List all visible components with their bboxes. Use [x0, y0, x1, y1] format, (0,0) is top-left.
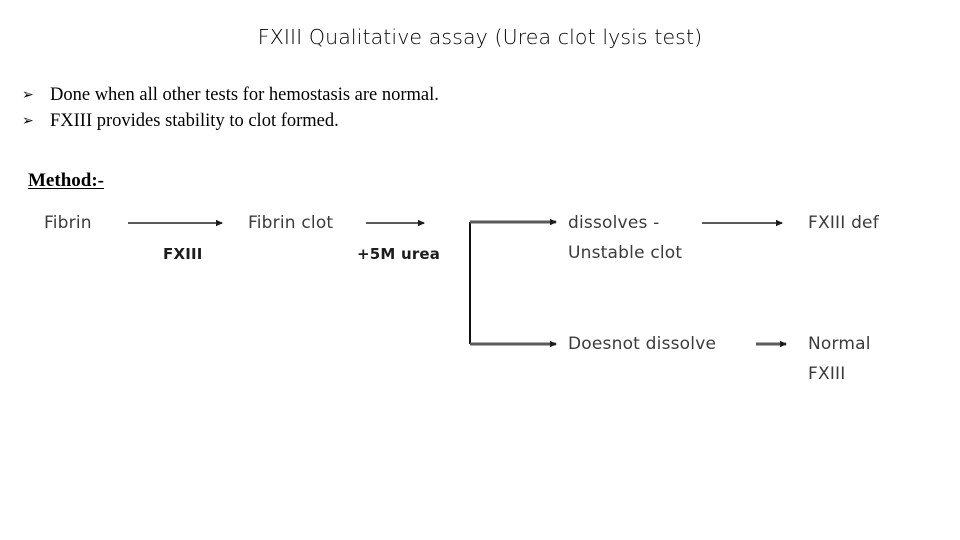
node-doesnot-dissolve: Doesnot dissolve — [568, 334, 717, 354]
node-fxiii-def: FXIII def — [808, 213, 879, 233]
page-title: FXIII Qualitative assay (Urea clot lysis… — [257, 25, 703, 49]
list-item-label: FXIII provides stability to clot formed. — [50, 111, 339, 131]
node-unstable-clot: Unstable clot — [568, 243, 683, 263]
flow-diagram-arrows — [128, 218, 787, 348]
list-item-label: Done when all other tests for hemostasis… — [50, 85, 439, 105]
method-heading: Method:- — [28, 170, 104, 191]
arrow-label-fxiii: FXIII — [163, 245, 203, 263]
list-item: ➢ Done when all other tests for hemostas… — [22, 82, 722, 108]
node-dissolves: dissolves - — [568, 213, 660, 233]
list-item: ➢ FXIII provides stability to clot forme… — [22, 108, 722, 134]
node-normal: Normal — [808, 334, 871, 354]
arrow-bullet-icon: ➢ — [22, 113, 34, 129]
arrow-bullet-icon: ➢ — [22, 87, 34, 103]
node-fibrin-clot: Fibrin clot — [248, 213, 334, 233]
node-normal-fxiii: FXIII — [808, 364, 846, 384]
arrow-label-urea: +5M urea — [357, 245, 441, 263]
node-fibrin: Fibrin — [44, 213, 92, 233]
bullet-list: ➢ Done when all other tests for hemostas… — [22, 82, 722, 134]
flow-diagram: Fibrin FXIII Fibrin clot +5M urea dissol… — [0, 200, 960, 400]
